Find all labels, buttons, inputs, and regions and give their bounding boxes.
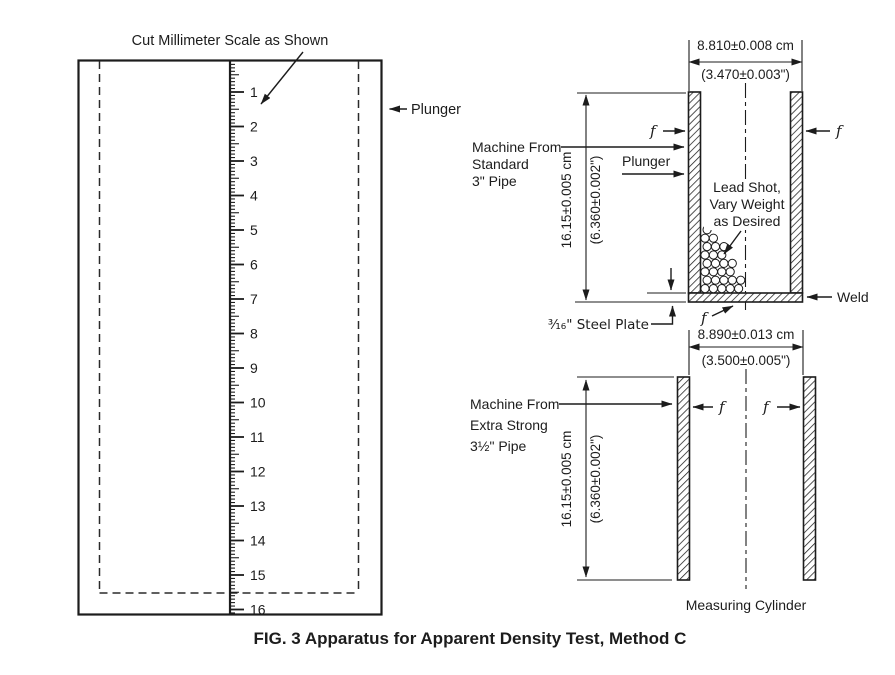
lead-shot-ball bbox=[702, 242, 712, 252]
lead-shot-ball bbox=[719, 275, 729, 285]
lead-shot-ball bbox=[708, 233, 719, 243]
depth-dimension-in: (6.360±0.002") bbox=[588, 156, 603, 245]
finish-mark-right: f bbox=[835, 122, 844, 140]
lead-shot-ball bbox=[700, 233, 710, 243]
id-dimension-in: (3.500±0.005") bbox=[702, 353, 791, 368]
scale-number: 9 bbox=[250, 360, 258, 376]
lead-shot-ball bbox=[725, 284, 735, 294]
machine-from-label-line2: Standard bbox=[472, 156, 529, 172]
weld-label: Weld bbox=[837, 289, 869, 305]
scale-number: 1 bbox=[250, 84, 258, 100]
scale-number: 2 bbox=[250, 119, 258, 135]
scale-number: 8 bbox=[250, 326, 258, 342]
cylinder-wall-right bbox=[802, 376, 817, 581]
lead-shot-ball bbox=[710, 275, 721, 285]
lead-shot-ball bbox=[710, 242, 721, 252]
depth-dimension-in: (6.360±0.002") bbox=[588, 435, 603, 524]
scale-number: 7 bbox=[250, 291, 258, 307]
scale-number: 12 bbox=[250, 464, 266, 480]
scale-number: 11 bbox=[250, 429, 265, 445]
lead-shot-ball bbox=[736, 275, 746, 285]
machine-from-label-line2: Extra Strong bbox=[470, 417, 548, 433]
lead-shot-ball bbox=[702, 258, 712, 268]
cylinder-wall-left bbox=[676, 376, 691, 581]
measuring-cylinder-id-dimension: 8.890±0.013 cm (3.500±0.005") bbox=[688, 327, 804, 375]
lead-shot-ball bbox=[719, 258, 729, 268]
cut-scale-arrow bbox=[260, 51, 304, 105]
steel-plate-arrow bbox=[651, 305, 676, 325]
lead-shot-ball bbox=[727, 275, 737, 285]
finish-mark-plate: f bbox=[700, 309, 709, 327]
label-backdrop bbox=[704, 180, 789, 230]
scale-number: 13 bbox=[250, 498, 266, 514]
cylinder-wall-left bbox=[687, 91, 702, 294]
scale-number: 10 bbox=[250, 395, 266, 411]
od-dimension-in: (3.470±0.003") bbox=[701, 67, 790, 82]
lead-shot-ball bbox=[700, 284, 710, 294]
depth-dimension-cm: 16.15±0.005 cm bbox=[559, 152, 574, 249]
finish-arrow-plate bbox=[711, 305, 734, 317]
lead-shot-ball bbox=[700, 250, 710, 260]
scale-number: 14 bbox=[250, 533, 266, 549]
plunger-label: Plunger bbox=[411, 102, 461, 118]
lead-shot-ball bbox=[717, 267, 727, 277]
scale-number: 15 bbox=[250, 567, 266, 583]
finish-mark-right: f bbox=[762, 398, 771, 416]
lead-shot-ball bbox=[734, 284, 744, 294]
measuring-cylinder-figure: f f Machine From Extra Strong 3½" Pipe 1… bbox=[470, 369, 817, 613]
lead-shot-ball bbox=[710, 258, 721, 268]
figure-caption: FIG. 3 Apparatus for Apparent Density Te… bbox=[254, 629, 687, 648]
machine-from-label-line3: 3½" Pipe bbox=[470, 438, 527, 454]
depth-dimension-cm: 16.15±0.005 cm bbox=[559, 431, 574, 528]
lead-shot-pile bbox=[700, 225, 746, 294]
id-dimension-cm: 8.890±0.013 cm bbox=[698, 327, 795, 342]
lead-shot-ball bbox=[727, 258, 737, 268]
finish-mark-left: f bbox=[718, 398, 727, 416]
scale-number: 16 bbox=[250, 602, 266, 618]
lead-shot-label-line1: Lead Shot, bbox=[713, 179, 781, 195]
machine-from-label-line3: 3" Pipe bbox=[472, 173, 517, 189]
od-dimension-cm: 8.810±0.008 cm bbox=[697, 38, 794, 53]
scale-number: 3 bbox=[250, 153, 258, 169]
steel-plate bbox=[687, 292, 804, 303]
lead-shot-ball bbox=[725, 267, 735, 277]
shot-cylinder-figure: 8.810±0.008 cm (3.470±0.003") 16.15±0.00… bbox=[472, 38, 869, 333]
steel-plate-label: ³⁄₁₆" Steel Plate bbox=[548, 317, 649, 333]
scale-number: 6 bbox=[250, 257, 258, 273]
lead-shot-ball bbox=[708, 267, 719, 277]
lead-shot-ball bbox=[708, 250, 719, 260]
machine-from-label-line1: Machine From bbox=[470, 396, 559, 412]
lead-shot-label-line2: Vary Weight bbox=[710, 196, 785, 212]
measuring-cylinder-label: Measuring Cylinder bbox=[686, 597, 807, 613]
cylinder-wall-right bbox=[789, 91, 804, 294]
cut-scale-note: Cut Millimeter Scale as Shown bbox=[132, 33, 329, 49]
scale-number: 4 bbox=[250, 188, 258, 204]
lead-shot-label-line3: as Desired bbox=[714, 213, 781, 229]
lead-shot-ball bbox=[700, 267, 710, 277]
machine-from-label-line1: Machine From bbox=[472, 139, 561, 155]
finish-mark-left: f bbox=[649, 122, 658, 140]
lead-shot-arrow bbox=[723, 230, 742, 255]
lead-shot-ball bbox=[717, 284, 727, 294]
scale-number: 5 bbox=[250, 222, 258, 238]
plunger-label: Plunger bbox=[622, 153, 671, 169]
lead-shot-ball bbox=[702, 275, 712, 285]
lead-shot-ball bbox=[708, 284, 719, 294]
